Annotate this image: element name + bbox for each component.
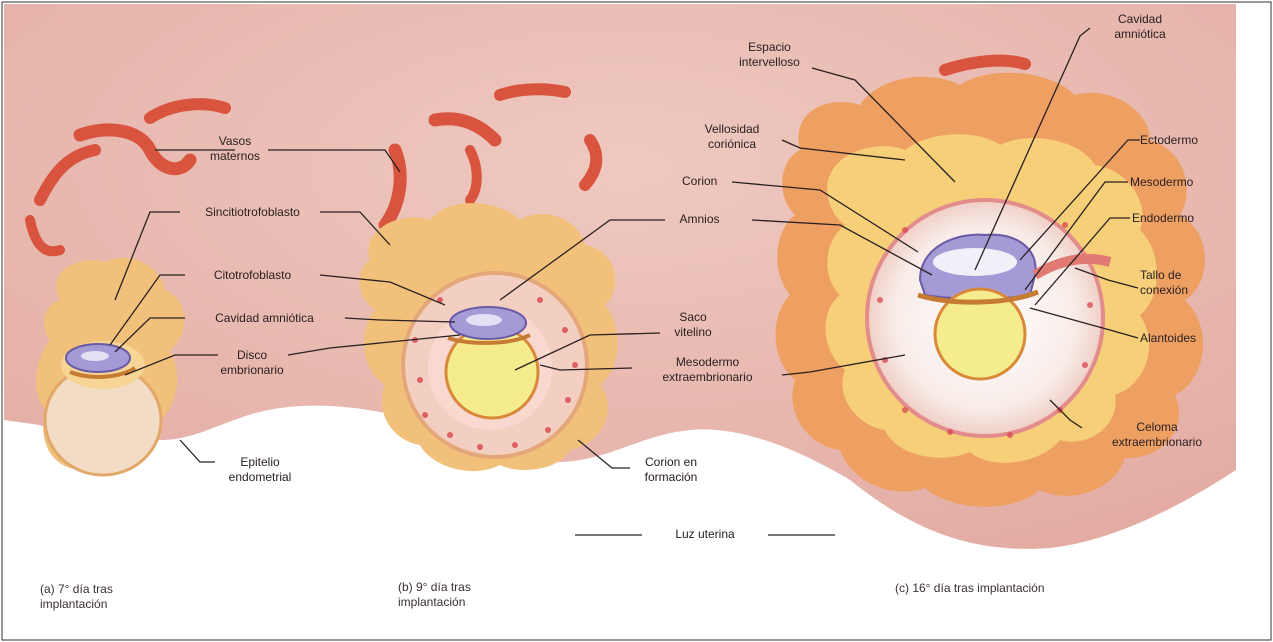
label-amnios: Amnios — [662, 212, 737, 227]
caption-a: (a) 7° día tras implantación — [40, 582, 190, 612]
caption-b: (b) 9° día tras implantación — [398, 580, 548, 610]
label-vellosidad-corionica: Vellosidad coriónica — [682, 122, 782, 152]
label-vasos-maternos: Vasos maternos — [200, 134, 270, 164]
label-corion: Corion — [682, 174, 742, 189]
caption-c: (c) 16° día tras implantación — [895, 581, 1145, 596]
label-endodermo: Endodermo — [1132, 211, 1232, 226]
label-cavidad-amniotica-c: Cavidad amniótica — [1090, 12, 1190, 42]
label-mesodermo-extraembrionario: Mesodermo extraembrionario — [630, 355, 785, 385]
label-tallo-de-conexion: Tallo de conexión — [1140, 268, 1230, 298]
label-disco-embrionario: Disco embrionario — [212, 348, 292, 378]
label-corion-en-formacion: Corion en formación — [626, 455, 716, 485]
label-epitelio-endometrial: Epitelio endometrial — [210, 455, 310, 485]
label-ectodermo: Ectodermo — [1140, 133, 1235, 148]
label-espacio-intervelloso: Espacio intervelloso — [722, 40, 817, 70]
label-saco-vitelino: Saco vitelino — [658, 310, 728, 340]
label-alantoides: Alantoides — [1140, 331, 1235, 346]
label-mesodermo: Mesodermo — [1130, 175, 1230, 190]
label-luz-uterina: Luz uterina — [645, 527, 765, 542]
label-sincitiotrofoblasto: Sincitiotrofoblasto — [180, 205, 325, 220]
label-celoma-extraembrionario: Celoma extraembrionario — [1082, 420, 1232, 450]
label-citotrofoblasto: Citotrofoblasto — [185, 268, 320, 283]
label-cavidad-amniotica-a: Cavidad amniótica — [182, 311, 347, 326]
